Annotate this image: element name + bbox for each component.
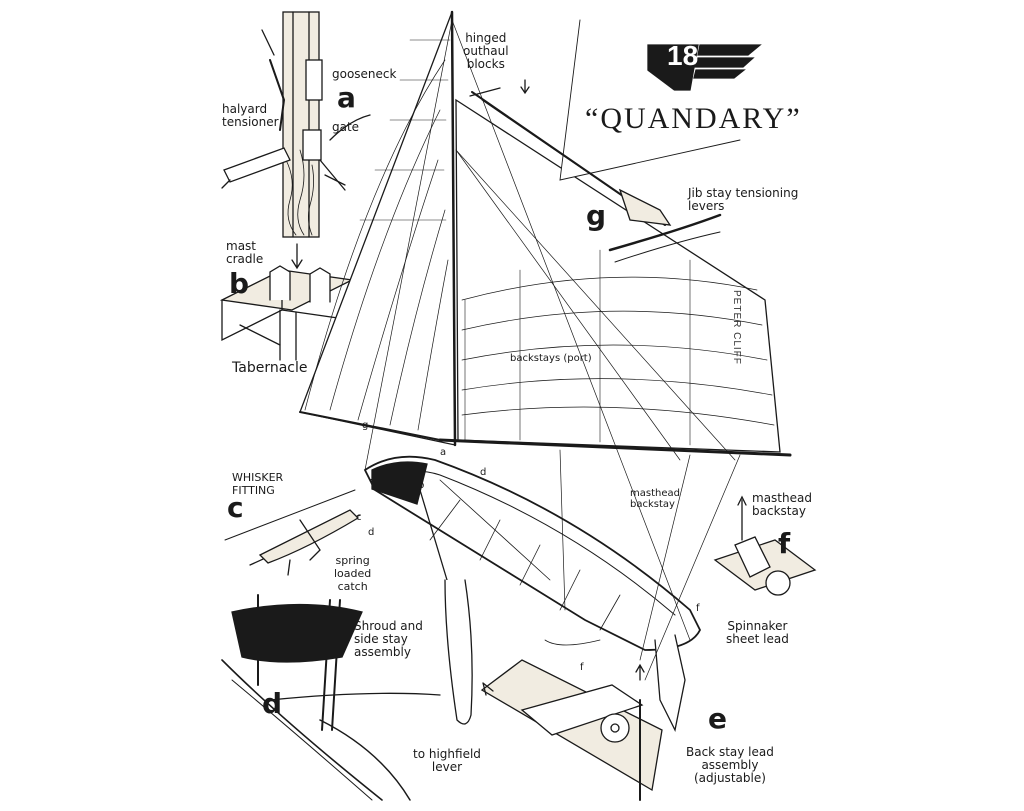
boom bbox=[438, 438, 792, 457]
detail-letter-d: d bbox=[262, 687, 283, 720]
marker-g: g bbox=[362, 420, 369, 431]
hull bbox=[363, 455, 702, 732]
headsail bbox=[455, 19, 781, 453]
marker-d-lower: d bbox=[368, 527, 375, 538]
marker-c: c bbox=[356, 512, 362, 523]
label-shroud-side-stay: Shroud and side stay assembly bbox=[354, 619, 423, 659]
masthead-backstay-detail-drawing bbox=[713, 495, 817, 596]
detail-letter-c: c bbox=[227, 491, 244, 524]
mainsail bbox=[299, 10, 457, 447]
marker-d: d bbox=[480, 467, 487, 478]
jib-stay-detail-drawing bbox=[469, 87, 722, 263]
whisker-pole bbox=[299, 411, 441, 441]
label-gooseneck: gooseneck bbox=[332, 67, 397, 81]
backstay-lead-detail-drawing bbox=[480, 659, 663, 801]
marker-b: b bbox=[418, 480, 425, 491]
marker-f-lower: f bbox=[580, 662, 584, 673]
label-whisker-fitting: WHISKER FITTING bbox=[232, 471, 284, 497]
rigging bbox=[364, 19, 741, 681]
label-halyard-tensioner: halyard tensioner bbox=[222, 102, 279, 129]
label-to-highfield-lever: to highfield lever bbox=[413, 747, 481, 774]
marker-f: f bbox=[696, 603, 700, 614]
detail-letter-f: f bbox=[778, 527, 791, 560]
label-masthead-backstay-small: masthead backstay bbox=[630, 488, 680, 510]
label-backstays-port: backstays (port) bbox=[510, 353, 592, 364]
label-hinged-outhaul-blocks: hinged outhaul blocks bbox=[463, 31, 509, 71]
whisker-fitting-detail-drawing bbox=[224, 489, 361, 576]
detail-letter-g: g bbox=[586, 199, 607, 232]
label-tabernacle: Tabernacle bbox=[232, 360, 308, 376]
boat-name-title: “QUANDARY” bbox=[585, 102, 802, 135]
class-emblem-number: 18 bbox=[667, 40, 699, 71]
detail-letter-b: b bbox=[229, 267, 250, 300]
label-back-stay-lead: Back stay lead assembly (adjustable) bbox=[686, 745, 774, 785]
class-emblem bbox=[647, 44, 762, 91]
label-jib-stay-levers: Jib stay tensioning levers bbox=[688, 186, 799, 213]
label-spring-loaded-catch: spring loaded catch bbox=[334, 554, 372, 593]
detail-letter-a: a bbox=[337, 81, 356, 114]
detail-letter-e: e bbox=[708, 702, 727, 735]
label-spinnaker-sheet-lead: Spinnaker sheet lead bbox=[726, 619, 789, 646]
shroud-detail-drawing bbox=[221, 594, 441, 801]
artist-signature: PETER CLIFF bbox=[731, 290, 742, 365]
label-mast-cradle: mast cradle bbox=[226, 239, 264, 266]
marker-a: a bbox=[440, 447, 447, 458]
mast-detail-drawing bbox=[221, 11, 371, 238]
label-masthead-backstay: masthead backstay bbox=[752, 491, 812, 518]
label-gate: gate bbox=[332, 120, 360, 134]
